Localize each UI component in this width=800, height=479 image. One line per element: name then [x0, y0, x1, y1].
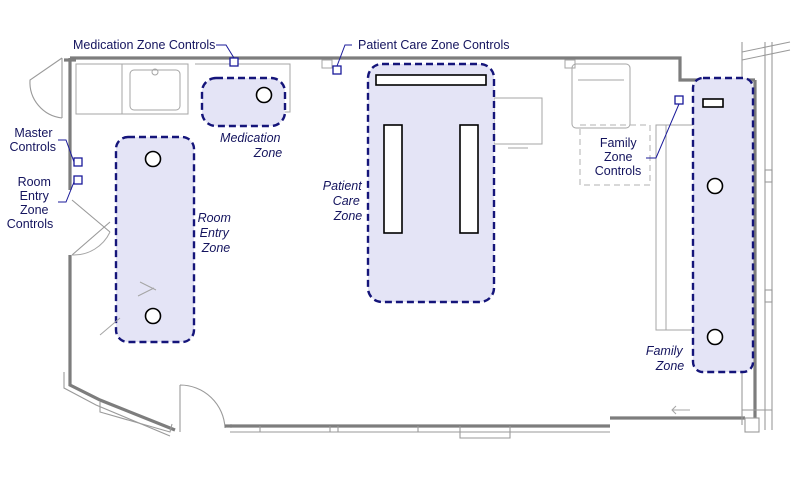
master-control-leader [58, 139, 75, 163]
door-upper-left [29, 57, 63, 119]
patient-care-side-light-right [459, 124, 479, 234]
family-zone-label: Family Zone [646, 344, 686, 373]
room-entry-control-leader [58, 181, 75, 203]
medication-zone-area [200, 76, 287, 128]
counter [75, 63, 189, 115]
controls [58, 44, 684, 203]
medication-control-icon [229, 57, 239, 67]
floor-arrow [671, 405, 690, 415]
wall-tab [321, 59, 333, 69]
master-controls-label: Master Controls [9, 126, 56, 154]
wall-tab [564, 59, 576, 69]
room-entry-light-icon [144, 307, 162, 325]
door-swing [71, 231, 111, 256]
bottom-left-wall [68, 368, 176, 432]
medication-light-icon [255, 86, 273, 104]
corner-column [744, 417, 760, 433]
faucet [151, 68, 159, 76]
chair-dashed-outline [579, 124, 651, 186]
patient-care-side-light-left [383, 124, 403, 234]
wall-niche [259, 426, 331, 433]
family-light-icon [706, 328, 724, 346]
wall-niche [459, 426, 511, 439]
room-entry-zone-label: Room Entry Zone [198, 211, 235, 255]
family-sofa-back [655, 124, 667, 331]
patient-care-linear-light [375, 74, 487, 86]
side-table [493, 97, 543, 145]
room-entry-control-icon [73, 175, 83, 185]
family-linear-light [702, 98, 724, 108]
doors [29, 57, 232, 433]
sink [129, 69, 181, 111]
door-bottom-left [99, 402, 173, 433]
patient-care-control-leader [336, 44, 352, 67]
bottom-left-wall-outer [63, 372, 171, 437]
window-frame [741, 49, 791, 61]
patient-care-zone-label: Patient Care Zone [323, 179, 365, 223]
zones [114, 62, 755, 374]
family-controls-label: Family Zone Controls [595, 136, 642, 178]
family-zone-area [691, 76, 755, 374]
room-entry-controls-label: Room Entry Zone Controls [7, 175, 55, 231]
family-control-icon [674, 95, 684, 105]
room-entry-light-icon [144, 150, 162, 168]
door-swing-marks [99, 281, 157, 336]
patient-care-control-icon [332, 65, 342, 75]
patient-care-controls-label: Patient Care Zone Controls [358, 38, 509, 52]
patient-care-zone-area [366, 62, 496, 304]
door-bottom [179, 384, 226, 432]
door-left-double [71, 199, 111, 256]
family-light-icon [706, 177, 724, 195]
room-entry-zone-area [114, 135, 196, 344]
family-control-leader [646, 103, 680, 159]
medication-controls-label: Medication Zone Controls [73, 38, 215, 52]
master-control-icon [73, 157, 83, 167]
window-frame [741, 41, 791, 53]
window-mullion [764, 289, 773, 303]
wall-niche [337, 426, 419, 433]
light-fixtures [144, 74, 724, 346]
labels: Medication Zone Controls Patient Care Zo… [7, 38, 686, 373]
medication-control-leader [216, 44, 235, 59]
window-mullion [764, 169, 773, 183]
chair [571, 63, 631, 129]
medication-zone-label: Medication Zone [220, 131, 284, 160]
